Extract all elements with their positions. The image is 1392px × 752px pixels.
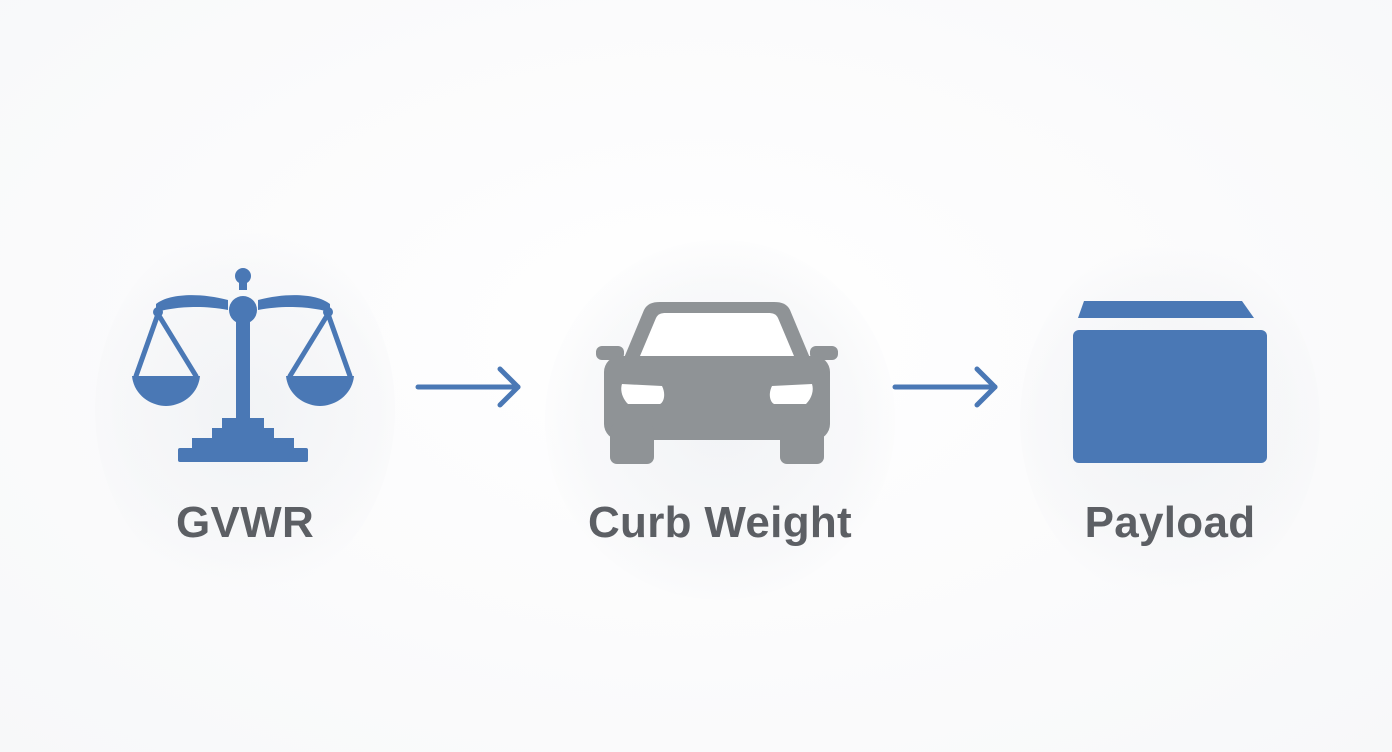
- step-label-gvwr: GVWR: [175, 498, 315, 547]
- car-icon: [596, 302, 838, 464]
- box-icon: [1073, 301, 1267, 463]
- arrow-right-icon: [415, 366, 521, 408]
- scales-icon: [132, 268, 354, 462]
- arrow-right-icon: [892, 366, 998, 408]
- step-label-payload: Payload: [1084, 498, 1256, 547]
- step-label-curb-weight: Curb Weight: [587, 498, 852, 547]
